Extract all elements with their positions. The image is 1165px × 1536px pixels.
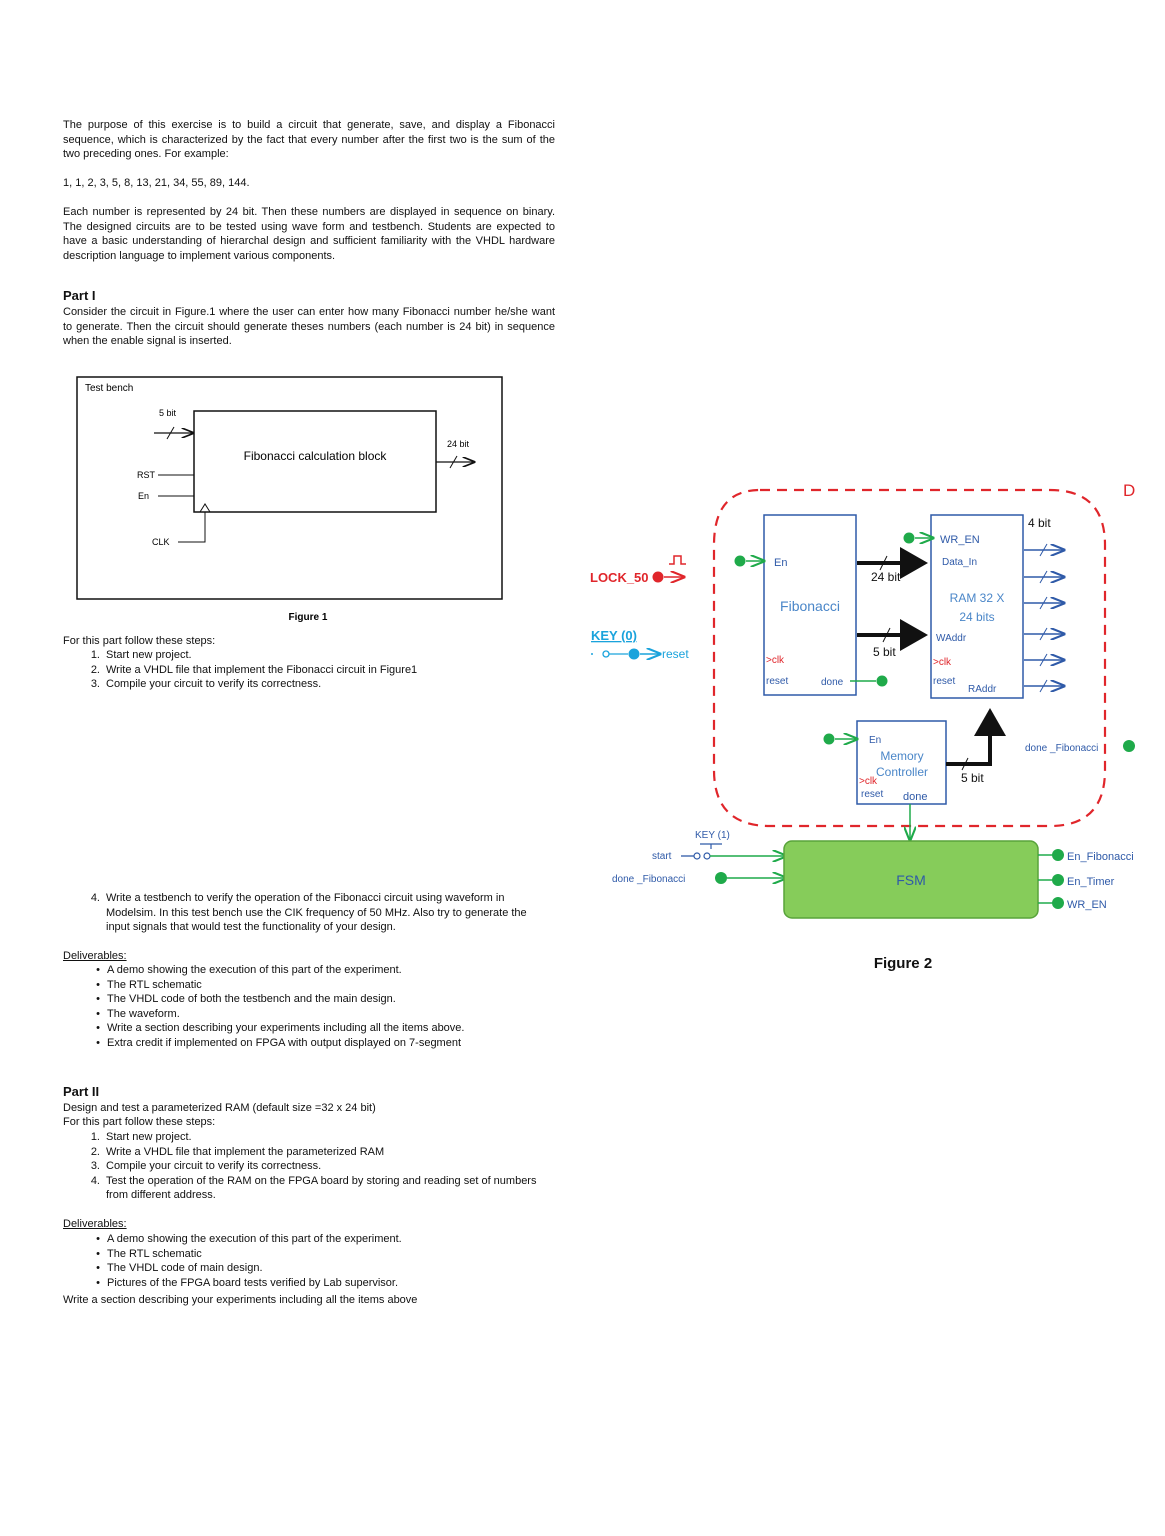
svg-text:done: done (903, 791, 927, 803)
list-item: •A demo showing the execution of this pa… (96, 964, 402, 976)
input-width-label: 5 bit (159, 408, 177, 418)
svg-text:>clk: >clk (859, 776, 878, 787)
ram-module-label: RAM 32 X (950, 591, 1005, 605)
fsm-output-wr-en: WR_EN (1067, 899, 1107, 911)
list-item: •The VHDL code of main design. (96, 1262, 263, 1275)
svg-text:WR_EN: WR_EN (940, 534, 980, 546)
list-item: •The VHDL code of both the testbench and… (96, 993, 396, 1006)
list-item: 4.Write a testbench to verify the operat… (90, 892, 527, 934)
list-item: •Pictures of the FPGA board tests verifi… (96, 1276, 399, 1289)
svg-text:Controller: Controller (876, 765, 928, 779)
clock-pulse-icon (669, 555, 686, 565)
svg-text:RAddr: RAddr (968, 684, 997, 695)
reset-label: reset (662, 647, 689, 661)
fibonacci-module (763, 514, 857, 696)
testbench-frame (76, 376, 503, 600)
clock-label: LOCK_50 (590, 570, 649, 585)
list-item: •The RTL schematic (96, 1247, 202, 1260)
part1-step4: 4.Write a testbench to verify the operat… (63, 891, 543, 935)
figure2-caption: Figure 2 (874, 955, 932, 972)
list-item: •The waveform. (96, 1007, 180, 1020)
key0-label: KEY (0) (591, 628, 637, 643)
list-item: •A demo showing the execution of this pa… (96, 1233, 402, 1245)
part2-heading: Part II (63, 1084, 100, 1099)
part1-heading: Part I (63, 288, 96, 303)
svg-text:24 bits: 24 bits (959, 610, 994, 624)
list-item: •The RTL schematic (96, 978, 202, 991)
ram-module (930, 514, 1024, 699)
intro-paragraph-2: Each number is represented by 24 bit. Th… (63, 206, 555, 262)
svg-text:En: En (869, 735, 881, 746)
svg-text:>clk: >clk (766, 655, 785, 666)
data-bus-label: 24 bit (871, 570, 901, 584)
memory-controller-label: Memory (880, 749, 923, 763)
testbench-label: Test bench (85, 383, 133, 394)
output-bus-label: 4 bit (1028, 516, 1051, 530)
fibonacci-example-sequence: 1, 1, 2, 3, 5, 8, 13, 21, 34, 55, 89, 14… (63, 177, 250, 189)
svg-text:Data_In: Data_In (942, 557, 977, 568)
fsm-output-en-fibonacci: En_Fibonacci (1067, 851, 1134, 863)
fibonacci-module-label: Fibonacci (780, 598, 840, 614)
output-width-label: 24 bit (447, 439, 470, 449)
list-item: 3.Compile your circuit to verify its cor… (90, 1160, 322, 1173)
list-item: 1.Start new project. (90, 649, 192, 661)
fsm-label: FSM (896, 872, 926, 888)
part2-deliverables-list: •A demo showing the execution of this pa… (63, 1232, 563, 1290)
figure2-diagram: D LOCK_50 KEY (0) reset En Fibonacci >cl… (590, 481, 1135, 972)
list-item: 1.Start new project. (90, 1131, 192, 1143)
part2-deliverables-title: Deliverables: (63, 1218, 127, 1230)
figure1-diagram: Test bench Fibonacci calculation block 5… (76, 376, 503, 623)
key1-label: KEY (1) (695, 830, 730, 841)
waddr-bus-label: 5 bit (873, 645, 896, 659)
intro-paragraph: The purpose of this exercise is to build… (63, 119, 555, 161)
done-fibonacci-output-label: done _Fibonacci (1025, 743, 1098, 754)
svg-text:En: En (774, 557, 787, 569)
part2-steps-list: 1.Start new project. 2.Write a VHDL file… (63, 1130, 553, 1203)
fsm-output-en-timer: En_Timer (1067, 876, 1115, 888)
part1-description: Consider the circuit in Figure.1 where t… (63, 306, 555, 348)
fibonacci-block-label: Fibonacci calculation block (244, 449, 388, 463)
list-item: •Write a section describing your experim… (96, 1022, 465, 1035)
svg-text:reset: reset (933, 676, 955, 687)
part1-deliverables-list: •A demo showing the execution of this pa… (63, 963, 563, 1051)
corner-letter: D (1123, 481, 1135, 500)
list-item: 2.Write a VHDL file that implement the p… (90, 1145, 385, 1158)
system-boundary (712, 488, 1107, 828)
done-fibonacci-input-label: done _Fibonacci (612, 874, 685, 885)
part2-description: Design and test a parameterized RAM (def… (63, 1102, 376, 1114)
rst-label: RST (137, 470, 156, 480)
part2-steps-intro: For this part follow these steps: (63, 1116, 216, 1128)
raddr-bus-label: 5 bit (961, 771, 984, 785)
list-item: 3.Compile your circuit to verify its cor… (90, 678, 322, 691)
start-label: start (652, 851, 672, 862)
list-item: •Extra credit if implemented on FPGA wit… (96, 1036, 462, 1049)
part2-closing-note: Write a section describing your experime… (63, 1294, 418, 1306)
svg-text:WAddr: WAddr (936, 633, 967, 644)
list-item: 2.Write a VHDL file that implement the F… (90, 663, 418, 676)
svg-text:done: done (821, 677, 844, 688)
svg-text:reset: reset (861, 789, 883, 800)
part1-deliverables-title: Deliverables: (63, 950, 127, 962)
figure1-caption: Figure 1 (289, 612, 328, 623)
part1-steps-intro: For this part follow these steps: (63, 635, 216, 647)
svg-text:>clk: >clk (933, 657, 952, 668)
svg-text:reset: reset (766, 676, 788, 687)
list-item: 4. Test the operation of the RAM on the … (90, 1174, 537, 1202)
part1-steps-list: 1.Start new project. 2.Write a VHDL file… (63, 648, 563, 692)
en-label: En (138, 491, 149, 501)
clk-label: CLK (152, 537, 170, 547)
